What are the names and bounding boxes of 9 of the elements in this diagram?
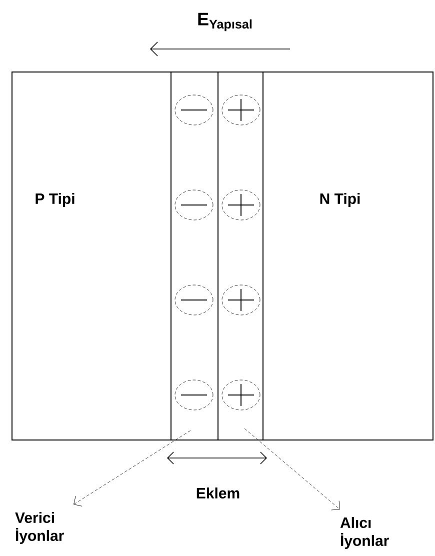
depletion-strip bbox=[170, 72, 218, 440]
ion-label: Alıcı İyonlar bbox=[340, 517, 389, 549]
depletion-strip bbox=[218, 72, 264, 440]
field-label: E$_{Yapısal}$ bbox=[198, 12, 252, 32]
p-region: P Tipi bbox=[12, 72, 172, 440]
n-region: N Tipi bbox=[262, 72, 434, 440]
ion-label: Verici İyonlar bbox=[15, 512, 64, 544]
leader-arrow bbox=[244, 428, 340, 510]
junction-label: Eklem bbox=[196, 488, 240, 498]
